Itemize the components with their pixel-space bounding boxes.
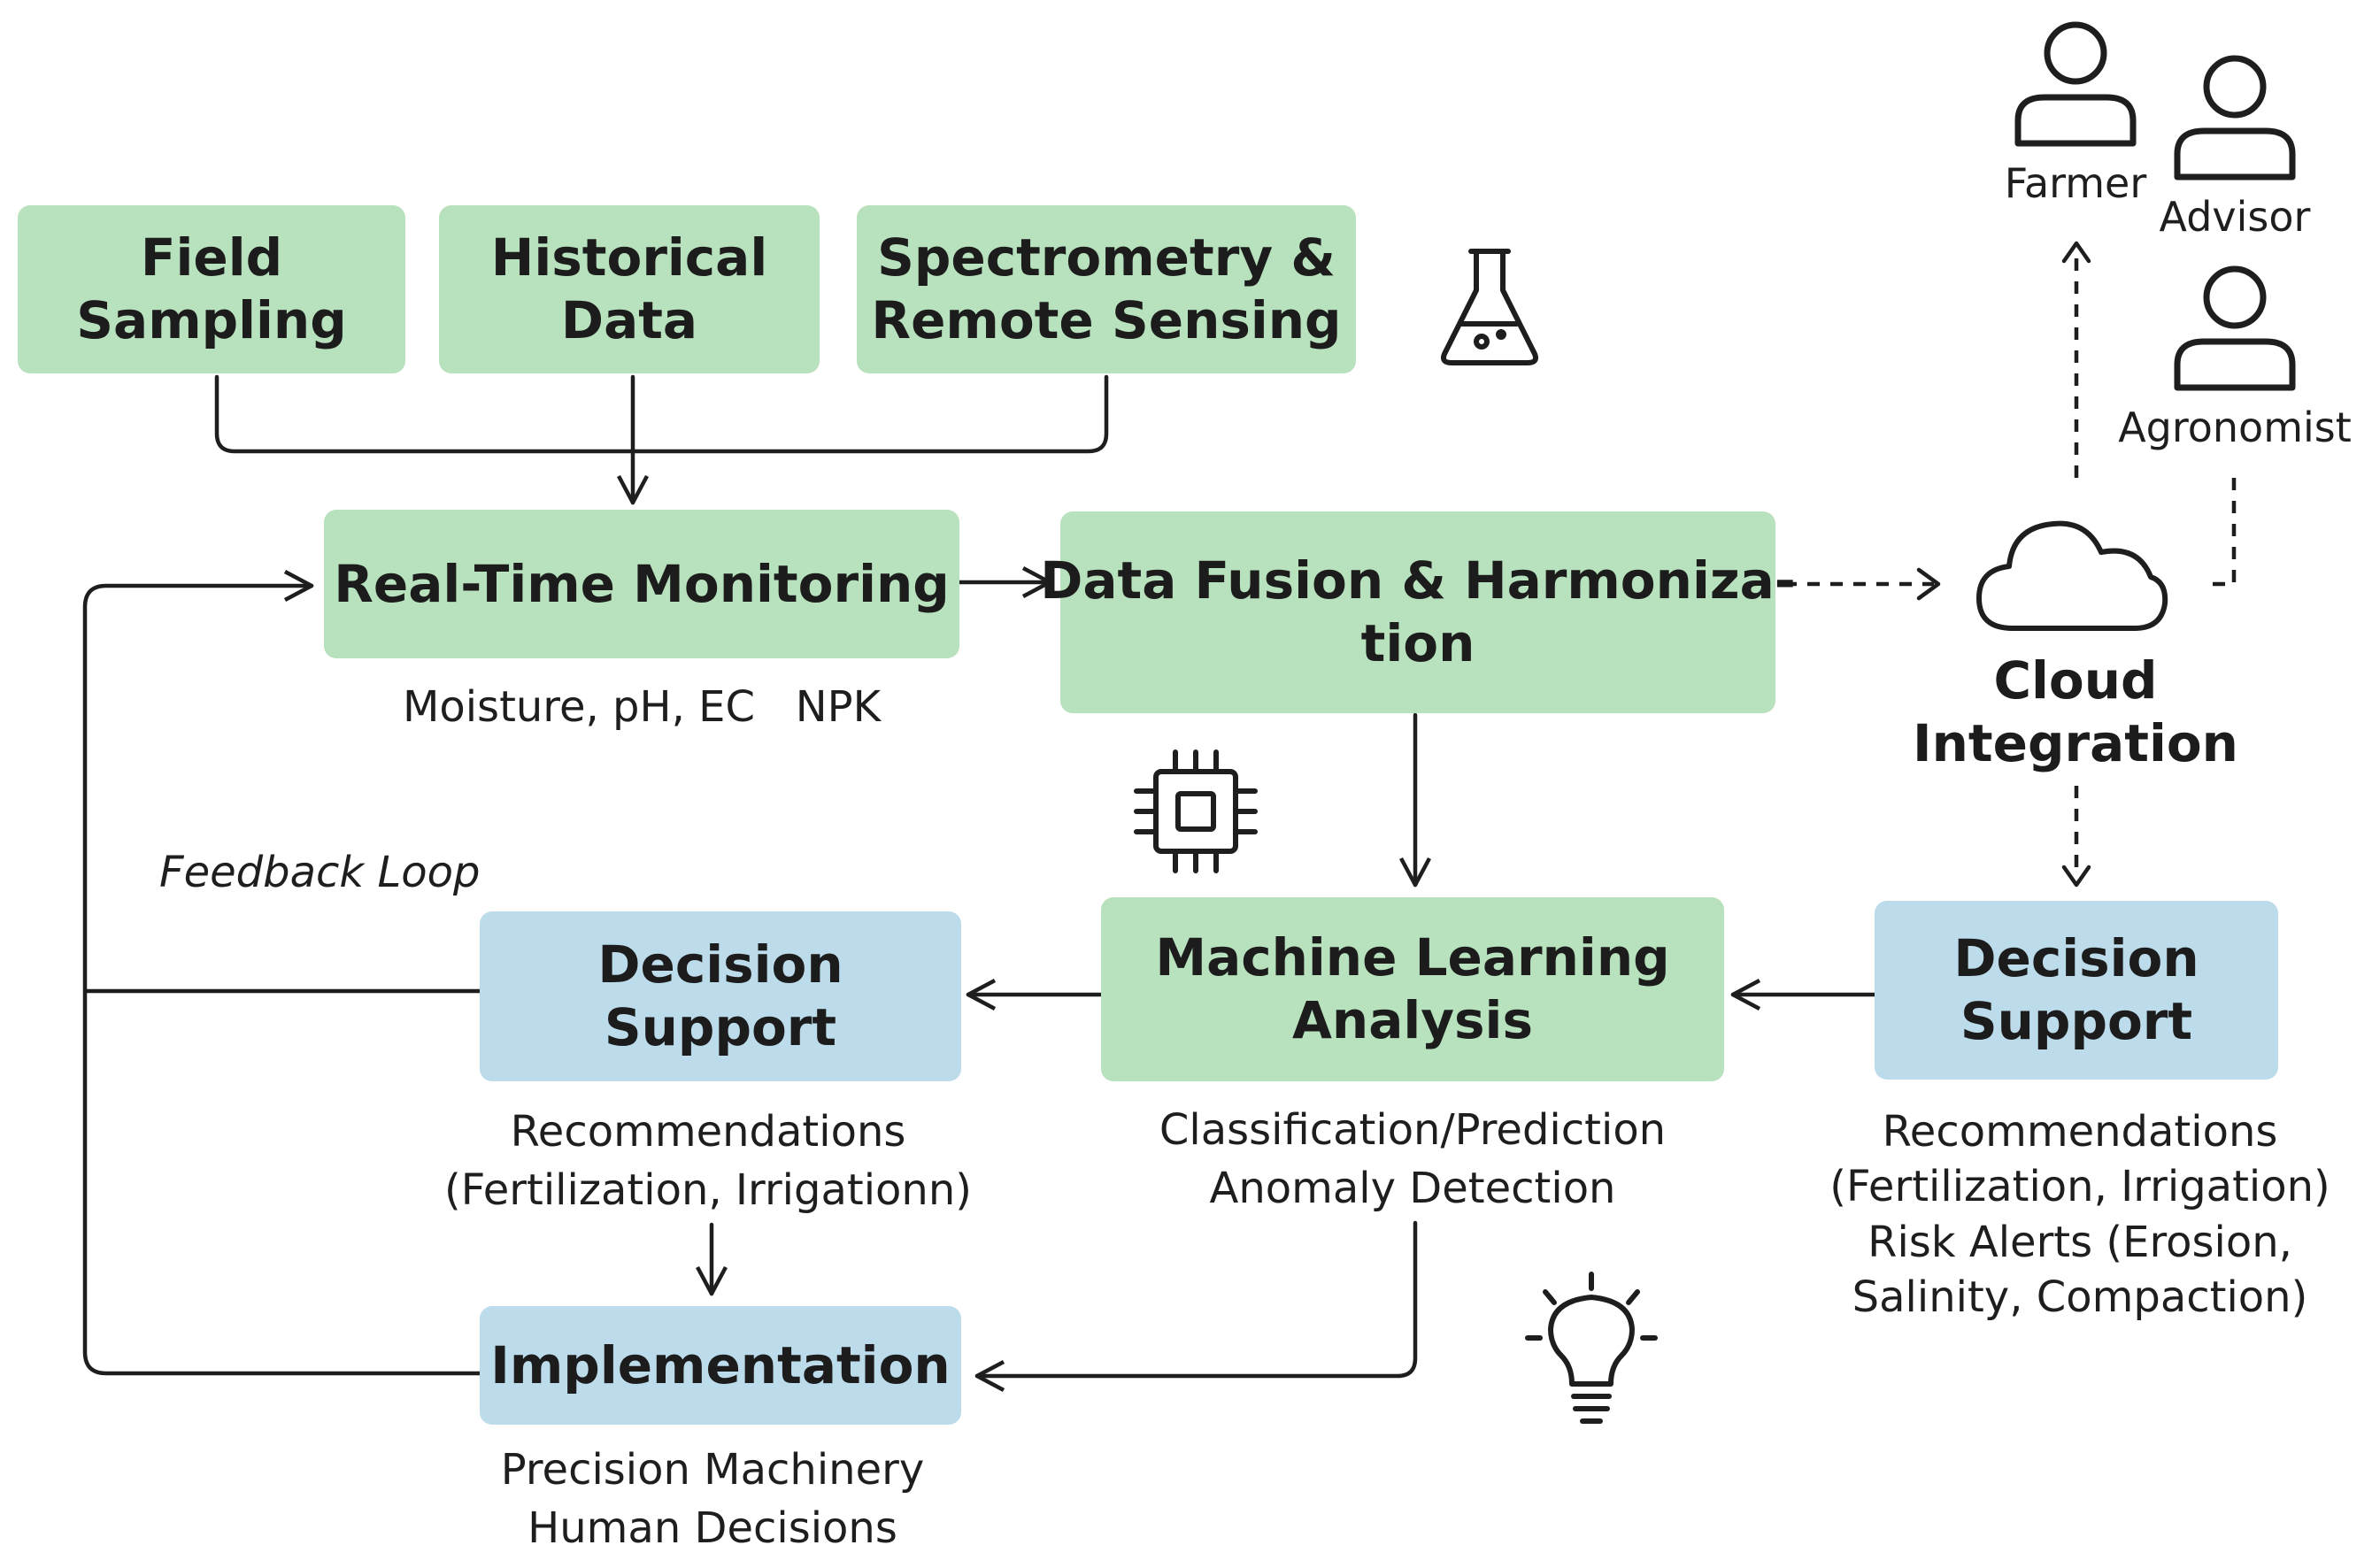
lightbulb-icon: [1525, 1272, 1658, 1424]
cloud-integration-line-2: Integration: [1913, 713, 2238, 773]
decision-left-caption-1: Recommendations: [510, 1107, 906, 1157]
decision-right-caption-4: Salinity, Compaction): [1852, 1272, 2308, 1323]
feedback-loop-line: [82, 570, 482, 1376]
advisor-icon: [2174, 55, 2296, 181]
field-sampling-line-2: Sampling: [76, 290, 347, 350]
decision-right-caption-1: Recommendations: [1882, 1107, 2278, 1157]
decision-left-caption-2: (Fertilization, Irrigationn): [444, 1165, 972, 1216]
agronomist-icon: [2174, 265, 2296, 391]
ml-caption: Classification/Prediction Anomaly Detect…: [1092, 1101, 1733, 1218]
field-sampling-line-1: Field: [140, 227, 283, 288]
agronomist-label: Agronomist: [2118, 404, 2352, 451]
decision-left-line-2: Support: [604, 997, 837, 1057]
ml-caption-1: Classification/Prediction: [1159, 1105, 1667, 1155]
decision-left-caption: Recommendations (Fertilization, Irrigati…: [389, 1103, 1027, 1219]
real-time-monitoring-title: Real-Time Monitoring: [334, 553, 950, 614]
cloud-integration-label: Cloud Integration: [1903, 646, 2248, 779]
implementation-caption-2: Human Decisions: [528, 1503, 897, 1554]
spectrometry-line-2: Remote Sensing: [871, 290, 1342, 350]
farmer-label: Farmer: [2004, 159, 2147, 207]
feedback-loop-label: Feedback Loop: [159, 848, 481, 897]
advisor-label: Advisor: [2159, 193, 2311, 241]
dashed-line-agronomist-to-cloud: [2202, 478, 2237, 587]
decision-left-line-1: Decision: [597, 934, 843, 995]
data-fusion-line-2: tion: [1360, 613, 1475, 673]
implementation-title: Implementation: [490, 1334, 951, 1395]
data-fusion-box: Data Fusion & Harmoniza- tion: [1040, 511, 1796, 713]
machine-learning-box: Machine Learning Analysis: [1101, 897, 1724, 1081]
ml-line-1: Machine Learning: [1155, 927, 1670, 988]
cloud-integration-line-1: Cloud: [1993, 650, 2158, 711]
implementation-caption-1: Precision Machinery: [500, 1445, 925, 1495]
decision-support-right-box: Decision Support: [1875, 901, 2278, 1080]
cloud-icon: [1976, 520, 2168, 631]
arrow-sources-to-monitoring: [214, 374, 1109, 454]
historical-data-line-1: Historical: [490, 227, 768, 288]
data-fusion-line-1: Data Fusion & Harmoniza-: [1040, 550, 1796, 611]
monitoring-caption-text: Moisture, pH, EC NPK: [402, 682, 882, 732]
decision-support-left-box: Decision Support: [480, 911, 961, 1081]
historical-data-box: Historical Data: [439, 205, 820, 373]
implementation-box: Implementation: [480, 1306, 961, 1425]
ml-caption-2: Anomaly Detection: [1209, 1164, 1616, 1214]
decision-right-caption-2: (Fertilization, Irrigation): [1829, 1162, 2330, 1212]
arrow-ml-to-implementation: [974, 1220, 1418, 1392]
field-sampling-box: Field Sampling: [18, 205, 405, 373]
real-time-monitoring-box: Real-Time Monitoring: [324, 510, 959, 658]
spectrometry-line-1: Spectrometry &: [877, 227, 1336, 288]
ml-line-2: Analysis: [1292, 990, 1533, 1050]
decision-right-line-1: Decision: [1953, 928, 2199, 989]
historical-data-line-2: Data: [560, 290, 698, 350]
chip-icon: [1134, 749, 1258, 873]
spectrometry-box: Spectrometry & Remote Sensing: [857, 205, 1356, 373]
flask-icon: [1441, 249, 1538, 365]
decision-right-caption-3: Risk Alerts (Erosion,: [1868, 1217, 2292, 1267]
decision-right-caption: Recommendations (Fertilization, Irrigati…: [1814, 1104, 2345, 1326]
farmer-icon: [2014, 21, 2137, 147]
monitoring-caption: Moisture, pH, EC NPK: [324, 678, 959, 736]
decision-right-line-2: Support: [1960, 991, 2193, 1051]
implementation-caption: Precision Machinery Human Decisions: [425, 1441, 1000, 1557]
